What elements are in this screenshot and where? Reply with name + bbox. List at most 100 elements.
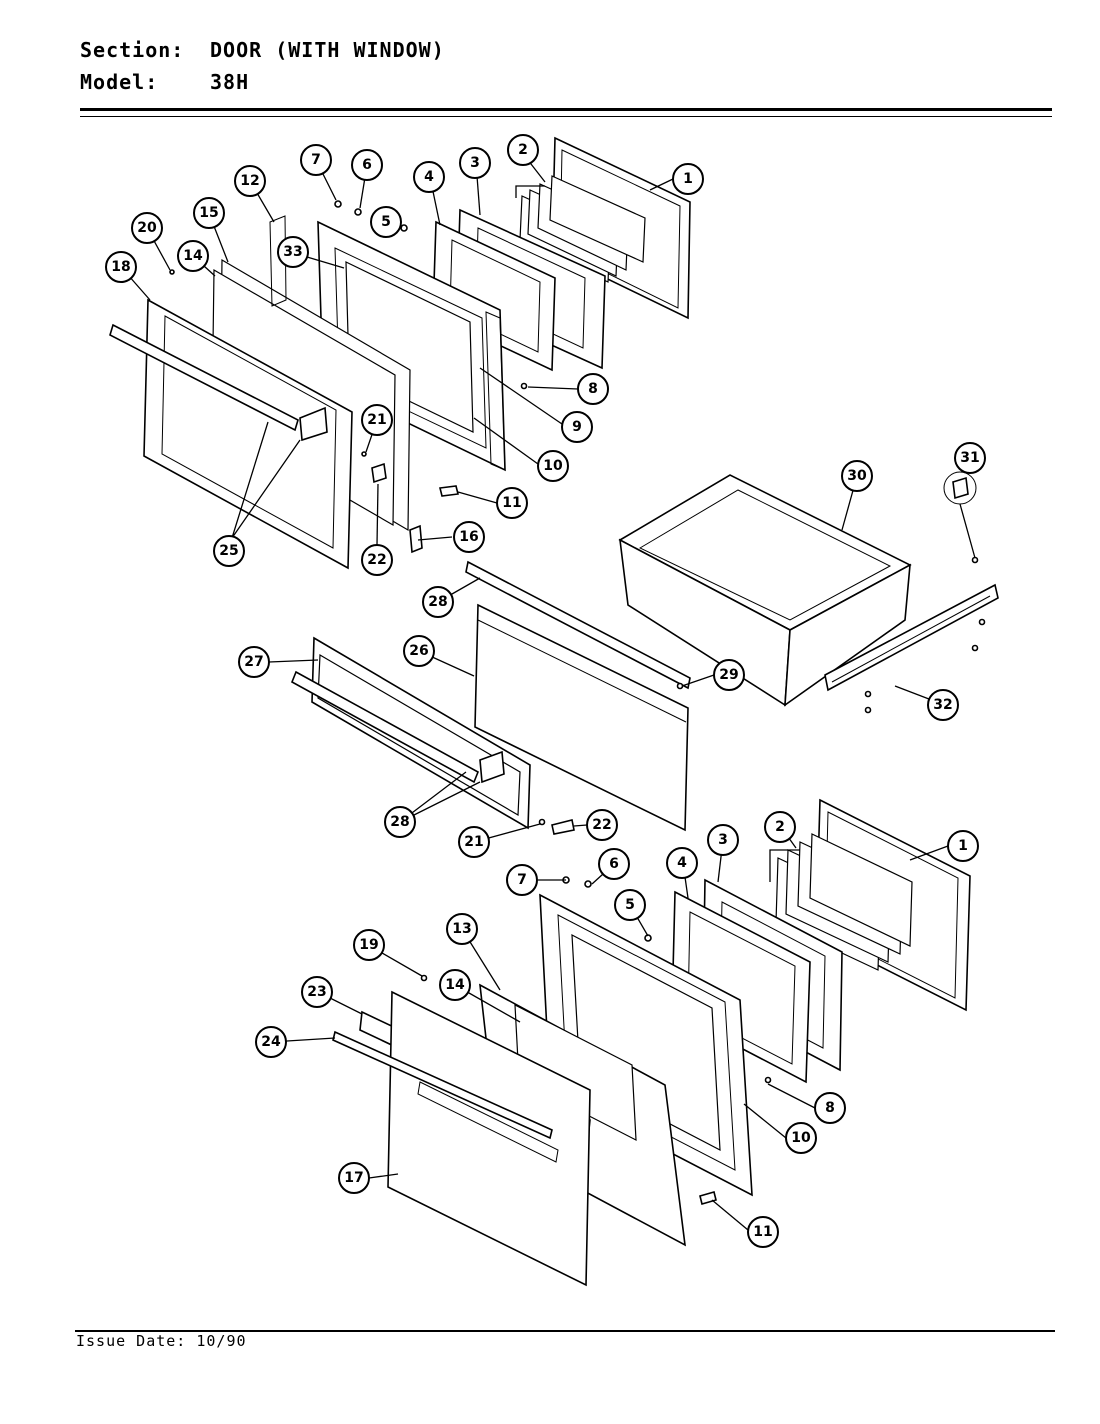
section-row: Section: DOOR (WITH WINDOW) <box>80 38 445 62</box>
svg-text:16: 16 <box>459 529 478 545</box>
svg-text:12: 12 <box>240 173 259 189</box>
callout-3: 3 <box>459 147 491 179</box>
callout-24: 24 <box>255 1026 287 1058</box>
callout-17: 17 <box>338 1162 370 1194</box>
callout-28-upper: 28 <box>422 586 454 618</box>
lower-door-assembly <box>332 798 971 1287</box>
callout-30: 30 <box>841 460 873 492</box>
svg-text:1: 1 <box>683 171 693 187</box>
callout-14-lower: 14 <box>439 969 471 1001</box>
drawer-assembly <box>290 471 999 835</box>
callout-20: 20 <box>131 212 163 244</box>
svg-text:15: 15 <box>199 205 218 221</box>
issue-date-label: Issue Date: <box>76 1332 187 1350</box>
model-value: 38H <box>210 70 250 94</box>
svg-text:25: 25 <box>219 543 238 559</box>
header-rule <box>80 108 1052 111</box>
svg-text:2: 2 <box>518 142 528 158</box>
svg-text:7: 7 <box>517 872 527 888</box>
callout-9: 9 <box>561 411 593 443</box>
callout-25: 25 <box>213 535 245 567</box>
svg-text:28: 28 <box>390 814 409 830</box>
callout-26: 26 <box>403 635 435 667</box>
svg-text:9: 9 <box>572 419 582 435</box>
callout-11: 11 <box>496 487 528 519</box>
callout-22: 22 <box>361 544 393 576</box>
callout-8-lower: 8 <box>814 1092 846 1124</box>
svg-text:28: 28 <box>428 594 447 610</box>
callout-1-lower: 1 <box>947 830 979 862</box>
callout-21: 21 <box>361 404 393 436</box>
callout-7-lower: 7 <box>506 864 538 896</box>
svg-text:24: 24 <box>261 1034 281 1050</box>
callout-19: 19 <box>353 929 385 961</box>
callout-7: 7 <box>300 144 332 176</box>
svg-text:32: 32 <box>933 697 952 713</box>
callout-6-lower: 6 <box>598 848 630 880</box>
callout-16: 16 <box>453 521 485 553</box>
callout-5: 5 <box>370 206 402 238</box>
svg-text:3: 3 <box>718 832 728 848</box>
callout-8: 8 <box>577 373 609 405</box>
issue-date-value: 10/90 <box>196 1332 247 1350</box>
callout-2-lower: 2 <box>764 811 796 843</box>
svg-text:8: 8 <box>825 1100 835 1116</box>
callout-29: 29 <box>713 659 745 691</box>
svg-text:10: 10 <box>543 458 563 474</box>
svg-text:2: 2 <box>775 819 785 835</box>
svg-text:27: 27 <box>244 654 263 670</box>
svg-text:31: 31 <box>960 450 979 466</box>
svg-text:11: 11 <box>502 495 521 511</box>
svg-text:26: 26 <box>409 643 428 659</box>
header-rule-thin <box>80 116 1052 117</box>
svg-text:29: 29 <box>719 667 738 683</box>
model-row: Model: 38H <box>80 70 249 94</box>
svg-text:4: 4 <box>424 169 434 185</box>
callout-10-lower: 10 <box>785 1122 817 1154</box>
callout-14: 14 <box>177 240 209 272</box>
model-label: Model: <box>80 70 159 94</box>
callout-11-lower: 11 <box>747 1216 779 1248</box>
callout-13: 13 <box>446 913 478 945</box>
callout-3-lower: 3 <box>707 824 739 856</box>
callout-1: 1 <box>672 163 704 195</box>
callout-5-lower: 5 <box>614 889 646 921</box>
upper-door-assembly <box>109 136 691 570</box>
svg-text:4: 4 <box>677 855 687 871</box>
callout-15: 15 <box>193 197 225 229</box>
svg-text:7: 7 <box>311 152 321 168</box>
svg-text:6: 6 <box>362 157 372 173</box>
svg-text:6: 6 <box>609 856 619 872</box>
svg-text:13: 13 <box>452 921 471 937</box>
svg-text:19: 19 <box>359 937 378 953</box>
callout-22-drawer: 22 <box>586 809 618 841</box>
footer-rule <box>75 1330 1055 1332</box>
svg-text:21: 21 <box>367 412 386 428</box>
svg-text:30: 30 <box>847 468 867 484</box>
callout-31: 31 <box>954 442 986 474</box>
issue-date: Issue Date: 10/90 <box>76 1332 247 1350</box>
svg-text:3: 3 <box>470 155 480 171</box>
svg-text:11: 11 <box>753 1224 772 1240</box>
svg-text:14: 14 <box>183 248 203 264</box>
callout-23: 23 <box>301 976 333 1008</box>
svg-text:5: 5 <box>381 214 391 230</box>
callout-32: 32 <box>927 689 959 721</box>
svg-text:5: 5 <box>625 897 635 913</box>
svg-text:17: 17 <box>344 1170 363 1186</box>
callout-28-lower: 28 <box>384 806 416 838</box>
svg-text:21: 21 <box>464 834 483 850</box>
svg-text:22: 22 <box>367 552 386 568</box>
callout-33: 33 <box>277 236 309 268</box>
section-label: Section: <box>80 38 185 62</box>
callout-2: 2 <box>507 134 539 166</box>
svg-text:33: 33 <box>283 244 302 260</box>
callout-4: 4 <box>413 161 445 193</box>
section-value: DOOR (WITH WINDOW) <box>210 38 445 62</box>
callout-21-drawer: 21 <box>458 826 490 858</box>
callout-4-lower: 4 <box>666 847 698 879</box>
svg-text:8: 8 <box>588 381 598 397</box>
svg-text:23: 23 <box>307 984 326 1000</box>
callout-12: 12 <box>234 165 266 197</box>
